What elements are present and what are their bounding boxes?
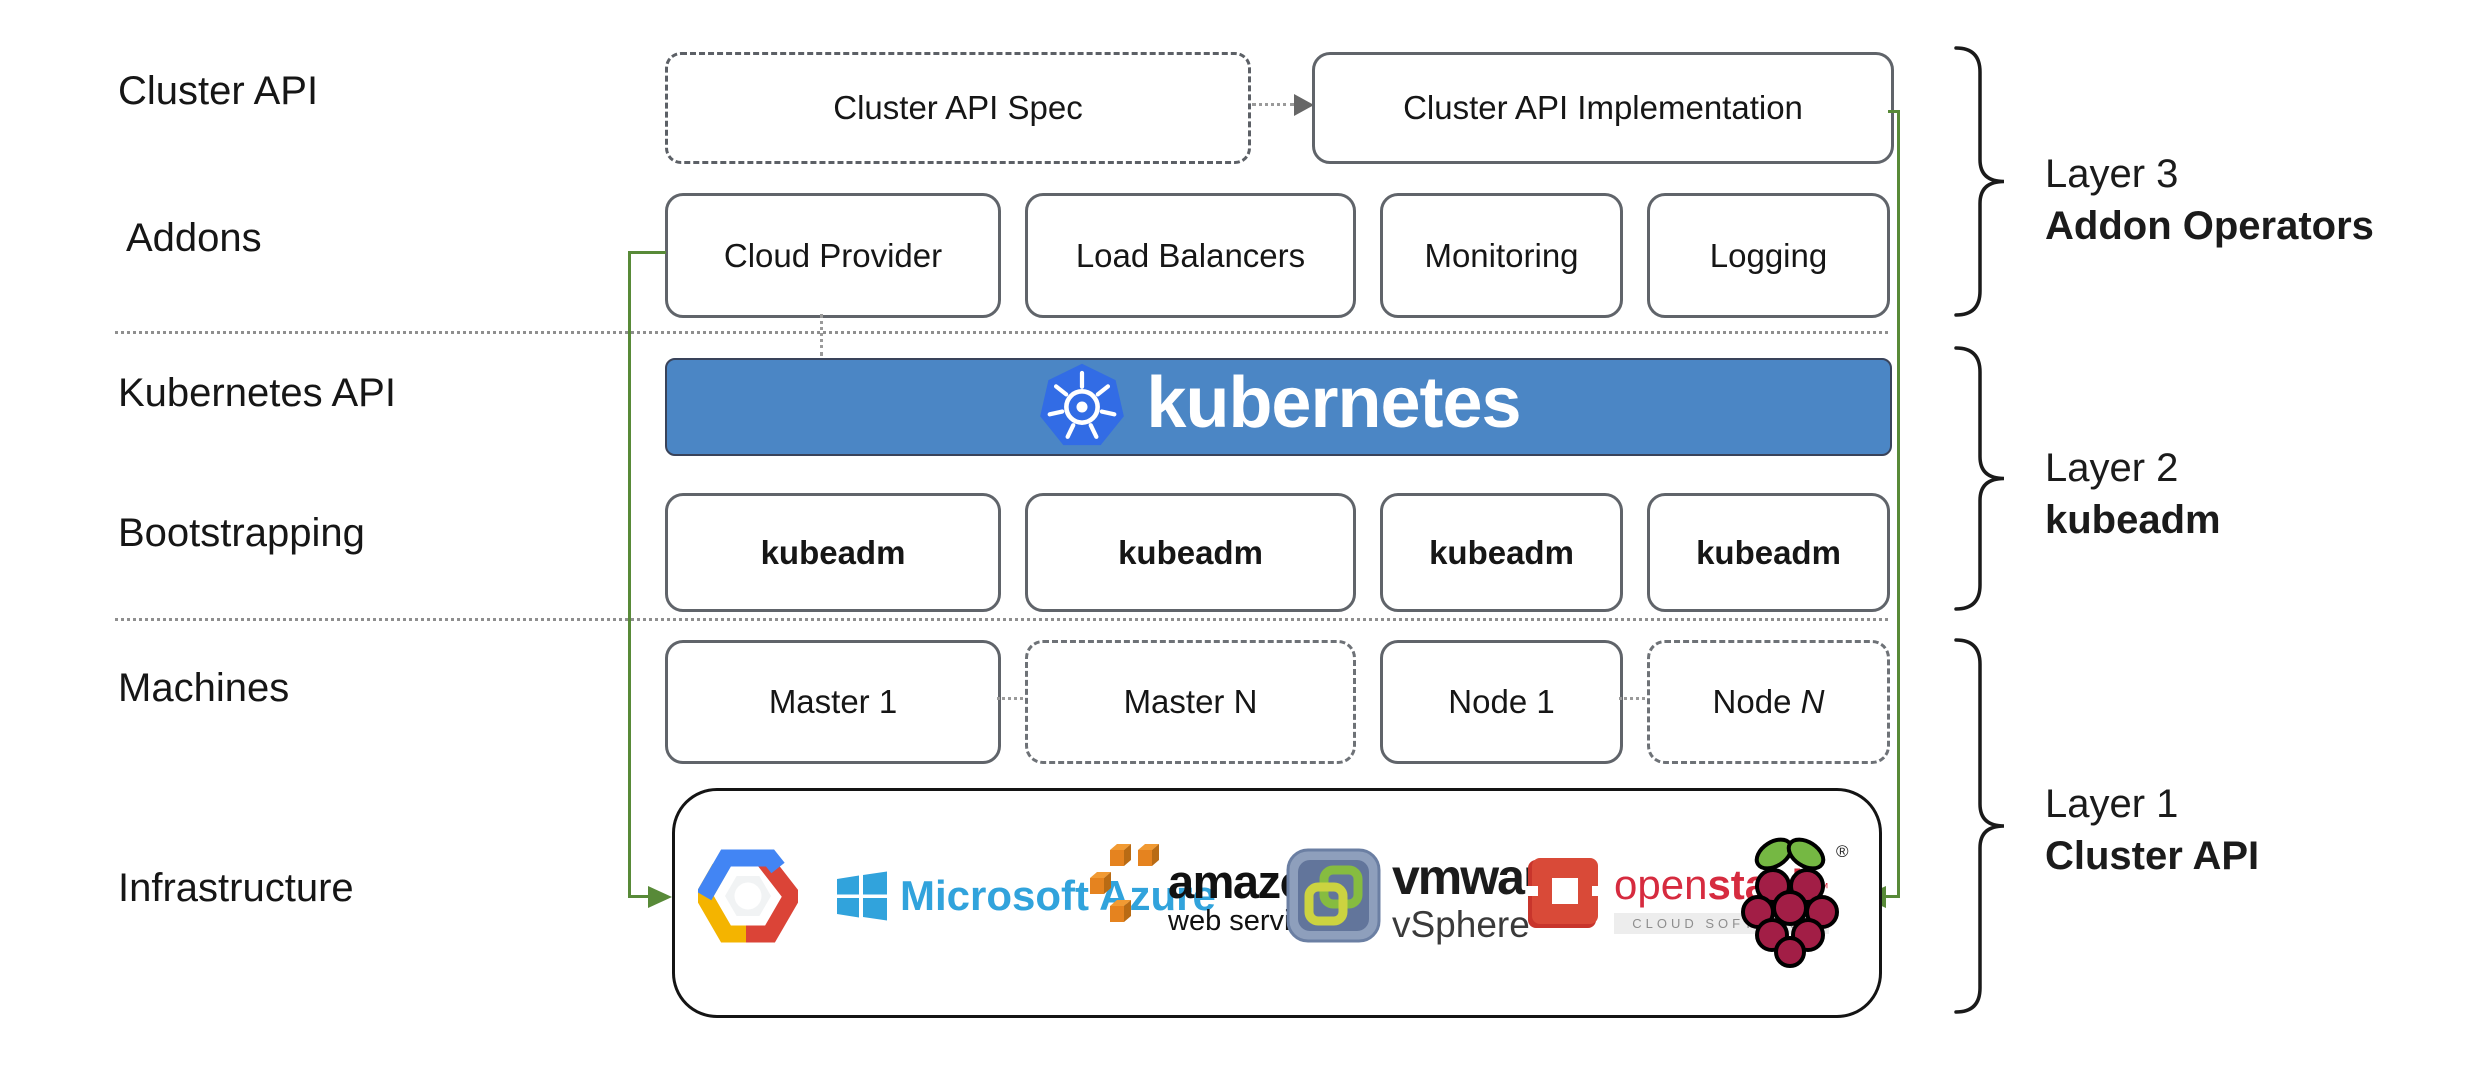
row-label-cluster-api: Cluster API	[118, 69, 319, 113]
row-label-infrastructure: Infrastructure	[118, 866, 354, 910]
layer-1-line1: Layer 1	[2045, 782, 2179, 826]
row-label-bootstrapping: Bootstrapping	[118, 511, 365, 555]
addon-box-monitoring: Monitoring	[1380, 193, 1623, 318]
green-left-stub	[628, 251, 666, 254]
green-left-horizontal	[628, 895, 650, 898]
kubeadm-box-1: kubeadm	[665, 493, 1001, 612]
addon-box-logging: Logging	[1647, 193, 1890, 318]
layer-3-line1: Layer 3	[2045, 152, 2179, 196]
row-label-kubernetes-api: Kubernetes API	[118, 371, 396, 415]
green-right-stub	[1888, 110, 1900, 113]
layer-1-line2: Cluster API	[2045, 834, 2260, 878]
openstack-frame-logo	[1526, 858, 1604, 928]
kubeadm-box-2: kubeadm	[1025, 493, 1356, 612]
layer-2-line2: kubeadm	[2045, 498, 2221, 542]
raspberry-pi-logo	[1741, 837, 1839, 968]
machine-box-node-1: Node 1	[1380, 640, 1623, 764]
machine-box-master-n: Master N	[1025, 640, 1356, 764]
row-label-addons: Addons	[126, 216, 262, 260]
row-label-machines: Machines	[118, 666, 290, 710]
layer-2-line1: Layer 2	[2045, 446, 2179, 490]
layer-2-brace	[1954, 346, 2005, 611]
windows-flag-logo	[837, 871, 887, 921]
layer-3-label: Layer 3 Addon Operators	[2045, 148, 2374, 252]
layer-2-label: Layer 2 kubeadm	[2045, 442, 2221, 546]
vmware-vsphere-app-icon	[1286, 848, 1381, 943]
kubernetes-banner: kubernetes	[665, 358, 1892, 456]
cluster-api-implementation-box: Cluster API Implementation	[1312, 52, 1894, 164]
vmware-product-text: vSphere	[1392, 904, 1530, 945]
kubernetes-banner-label: kubernetes	[1146, 363, 1521, 443]
addon-box-load-balancers: Load Balancers	[1025, 193, 1356, 318]
cloud-provider-to-kubernetes-connector	[820, 314, 823, 356]
spec-to-impl-arrow-line	[1252, 103, 1294, 106]
google-cloud-hexagon-logo	[698, 849, 798, 943]
openstack-open-text: open	[1614, 861, 1708, 908]
green-left-arrowhead-icon	[648, 886, 672, 908]
node-n-prefix: Node	[1712, 683, 1792, 720]
layer-1-label: Layer 1 Cluster API	[2045, 778, 2259, 882]
azure-wordmark: Microsoft Azure	[900, 872, 1216, 919]
green-right-vertical	[1897, 110, 1900, 897]
kubeadm-box-4: kubeadm	[1647, 493, 1890, 612]
node-n-suffix: N	[1800, 683, 1825, 720]
separator-bootstrapping-machines	[115, 618, 1888, 621]
kubernetes-wheel-icon	[1040, 363, 1125, 446]
cluster-api-spec-box: Cluster API Spec	[665, 52, 1251, 164]
aws-cubes-logo	[1090, 844, 1159, 922]
master-connector	[997, 697, 1023, 700]
kubeadm-box-3: kubeadm	[1380, 493, 1623, 612]
addon-box-cloud-provider: Cloud Provider	[665, 193, 1001, 318]
separator-addons-kubernetes	[115, 331, 1888, 334]
layer-3-line2: Addon Operators	[2045, 204, 2374, 248]
layer-3-brace	[1954, 46, 2005, 317]
green-left-vertical	[628, 251, 631, 897]
green-right-horizontal	[1884, 895, 1900, 898]
infrastructure-box	[672, 788, 1882, 1018]
raspberry-pi-registered-mark: ®	[1836, 842, 1849, 861]
machine-box-node-n: Node N	[1647, 640, 1890, 764]
node-connector	[1619, 697, 1645, 700]
spec-to-impl-arrowhead-icon	[1294, 94, 1314, 116]
layer-1-brace	[1954, 638, 2005, 1014]
machine-box-master-1: Master 1	[665, 640, 1001, 764]
